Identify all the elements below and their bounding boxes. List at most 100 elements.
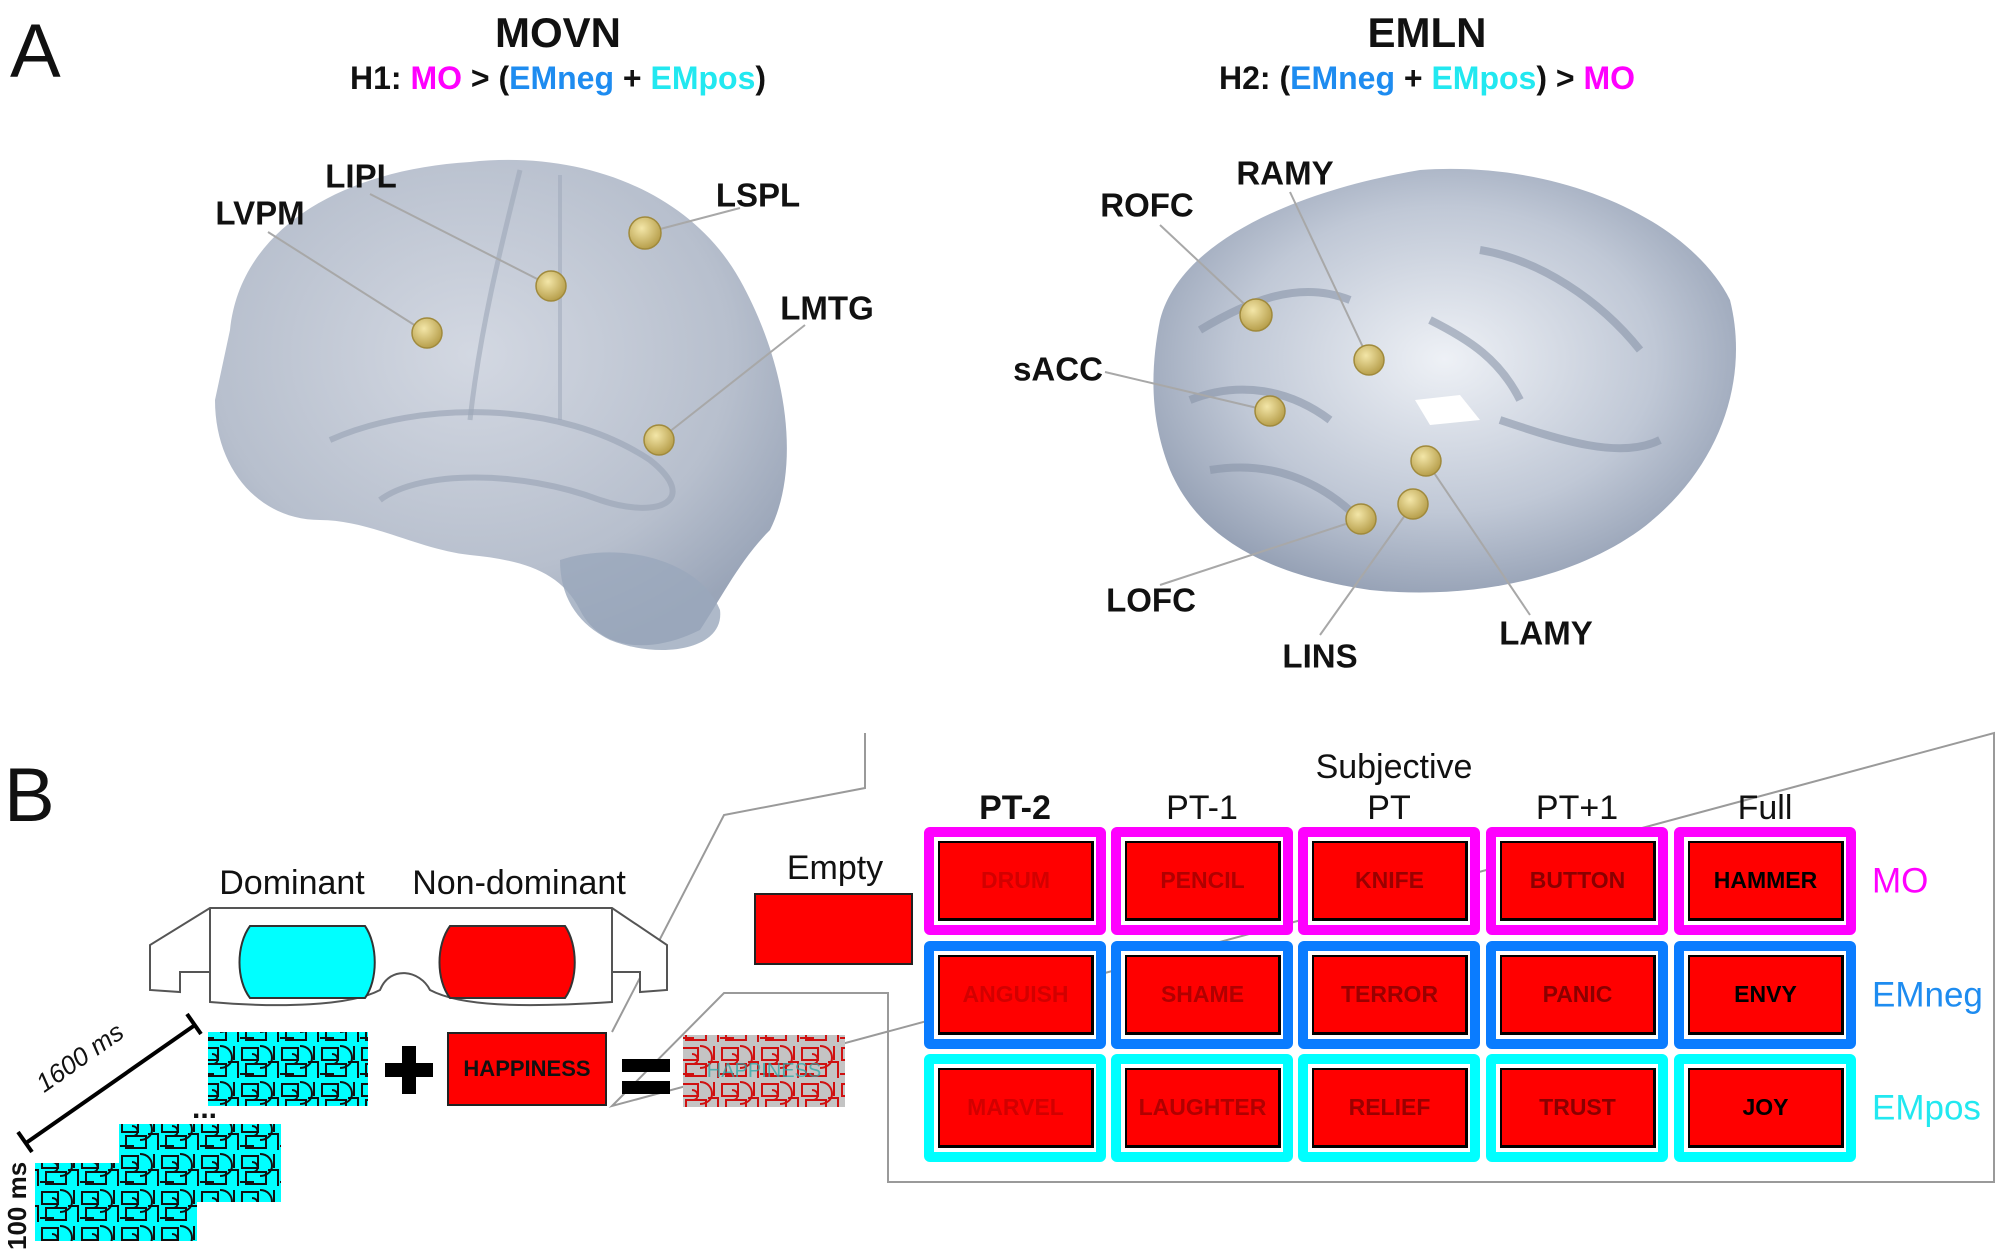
h1-hypothesis: H1: MO > (EMneg + EMpos) bbox=[350, 62, 766, 94]
label-lvpm: LVPM bbox=[215, 194, 305, 232]
column-header-pt-1: PT+1 bbox=[1535, 789, 1619, 827]
dominant-label: Dominant bbox=[219, 864, 365, 902]
ventral-brain-image bbox=[1153, 168, 1736, 593]
mask-stimulus-2 bbox=[35, 1163, 197, 1241]
column-header-pt: PT bbox=[1367, 789, 1411, 827]
column-header-pt-2: PT-2 bbox=[979, 789, 1051, 827]
node-ramy bbox=[1353, 344, 1385, 376]
node-lspl bbox=[628, 216, 662, 250]
timeline-bar bbox=[16, 1012, 203, 1154]
empty-label: Empty bbox=[786, 849, 884, 887]
sequence-ellipsis: ... bbox=[192, 1092, 218, 1125]
equals-sign bbox=[622, 1059, 670, 1094]
label-lspl: LSPL bbox=[715, 176, 801, 214]
word-cell: KNIFE bbox=[1298, 827, 1480, 935]
column-header-pt-1: PT-1 bbox=[1166, 789, 1238, 827]
h1-plus: + bbox=[614, 60, 651, 96]
plus-sign bbox=[385, 1046, 433, 1094]
word-label: PENCIL bbox=[1125, 841, 1281, 921]
node-lamy bbox=[1410, 445, 1442, 477]
word-label: ANGUISH bbox=[938, 955, 1094, 1035]
label-lofc: LOFC bbox=[1106, 581, 1196, 619]
h2-close: ) > bbox=[1536, 60, 1584, 96]
h2-plus: + bbox=[1394, 60, 1432, 96]
word-label: LAUGHTER bbox=[1125, 1068, 1281, 1148]
word-label: SHAME bbox=[1125, 955, 1281, 1035]
h1-prefix: H1: bbox=[349, 60, 411, 96]
lateral-brain-image bbox=[215, 159, 787, 650]
anaglyph-glasses bbox=[149, 907, 668, 1007]
cyan-lens bbox=[238, 925, 376, 999]
word-cell: PENCIL bbox=[1111, 827, 1293, 935]
h1-empos: EMpos bbox=[650, 60, 756, 96]
word-cell: RELIEF bbox=[1298, 1054, 1480, 1162]
movn-title: MOVN bbox=[495, 9, 621, 56]
h1-gt: > ( bbox=[461, 60, 510, 96]
row-label-mo: MO bbox=[1872, 861, 1929, 901]
node-lipl bbox=[535, 270, 567, 302]
node-lofc bbox=[1345, 503, 1377, 535]
h1-close: ) bbox=[755, 60, 767, 96]
label-sacc: sACC bbox=[1013, 350, 1103, 388]
label-lins: LINS bbox=[1282, 637, 1358, 675]
row-label-empos: EMpos bbox=[1872, 1088, 1981, 1128]
non-dominant-label: Non-dominant bbox=[412, 864, 626, 902]
word-label: KNIFE bbox=[1312, 841, 1468, 921]
h2-mo: MO bbox=[1583, 60, 1636, 96]
h1-mo: MO bbox=[410, 60, 462, 96]
label-lmtg: LMTG bbox=[780, 289, 874, 327]
zoom-frame bbox=[608, 731, 1995, 1183]
word-label: HAMMER bbox=[1688, 841, 1844, 921]
h2-emneg: EMneg bbox=[1290, 60, 1395, 96]
column-header-full: Full bbox=[1737, 789, 1793, 827]
red-lens bbox=[438, 925, 576, 999]
word-label: TRUST bbox=[1500, 1068, 1656, 1148]
word-cell: MARVEL bbox=[924, 1054, 1106, 1162]
word-cell: JOY bbox=[1674, 1054, 1856, 1162]
empty-stimulus-box bbox=[754, 893, 913, 965]
leader-lines-left bbox=[267, 193, 806, 441]
word-label: JOY bbox=[1688, 1068, 1844, 1148]
h2-prefix: H2: ( bbox=[1218, 60, 1291, 96]
h1-emneg: EMneg bbox=[509, 60, 614, 96]
word-cell: LAUGHTER bbox=[1111, 1054, 1293, 1162]
panel-letter-a: A bbox=[10, 9, 61, 94]
word-cell: TERROR bbox=[1298, 941, 1480, 1049]
subjective-label: Subjective bbox=[1315, 748, 1473, 786]
word-label: BUTTON bbox=[1500, 841, 1656, 921]
word-label: ENVY bbox=[1688, 955, 1844, 1035]
word-label: PANIC bbox=[1500, 955, 1656, 1035]
node-lins bbox=[1397, 488, 1429, 520]
word-cell: ENVY bbox=[1674, 941, 1856, 1049]
panel-letter-b: B bbox=[4, 753, 55, 838]
combined-percept-word: HAPPINESS bbox=[706, 1059, 822, 1082]
word-label: TERROR bbox=[1312, 955, 1468, 1035]
word-cell: TRUST bbox=[1486, 1054, 1668, 1162]
combined-percept bbox=[683, 1035, 845, 1107]
word-cell: DRUM bbox=[924, 827, 1106, 935]
label-rofc: ROFC bbox=[1100, 186, 1194, 224]
word-label: MARVEL bbox=[938, 1068, 1094, 1148]
label-lamy: LAMY bbox=[1499, 614, 1593, 652]
node-sacc bbox=[1254, 395, 1286, 427]
word-cell: ANGUISH bbox=[924, 941, 1106, 1049]
h2-empos: EMpos bbox=[1431, 60, 1537, 96]
label-ramy: RAMY bbox=[1236, 154, 1334, 192]
leader-lines-right bbox=[1104, 191, 1531, 636]
mask-stimulus-1 bbox=[208, 1032, 368, 1106]
h2-hypothesis: H2: (EMneg + EMpos) > MO bbox=[1219, 62, 1635, 94]
word-cell: SHAME bbox=[1111, 941, 1293, 1049]
short-duration-label: 100 ms bbox=[2, 1161, 32, 1250]
word-cell: HAMMER bbox=[1674, 827, 1856, 935]
word-label: RELIEF bbox=[1312, 1068, 1468, 1148]
word-cell: BUTTON bbox=[1486, 827, 1668, 935]
word-label: DRUM bbox=[938, 841, 1094, 921]
node-lmtg bbox=[643, 424, 675, 456]
label-lipl: LIPL bbox=[325, 157, 397, 195]
emln-title: EMLN bbox=[1367, 9, 1487, 56]
node-rofc bbox=[1239, 298, 1273, 332]
stimulus-word-box: HAPPINESS bbox=[447, 1032, 607, 1106]
node-lvpm bbox=[411, 317, 443, 349]
word-cell: PANIC bbox=[1486, 941, 1668, 1049]
